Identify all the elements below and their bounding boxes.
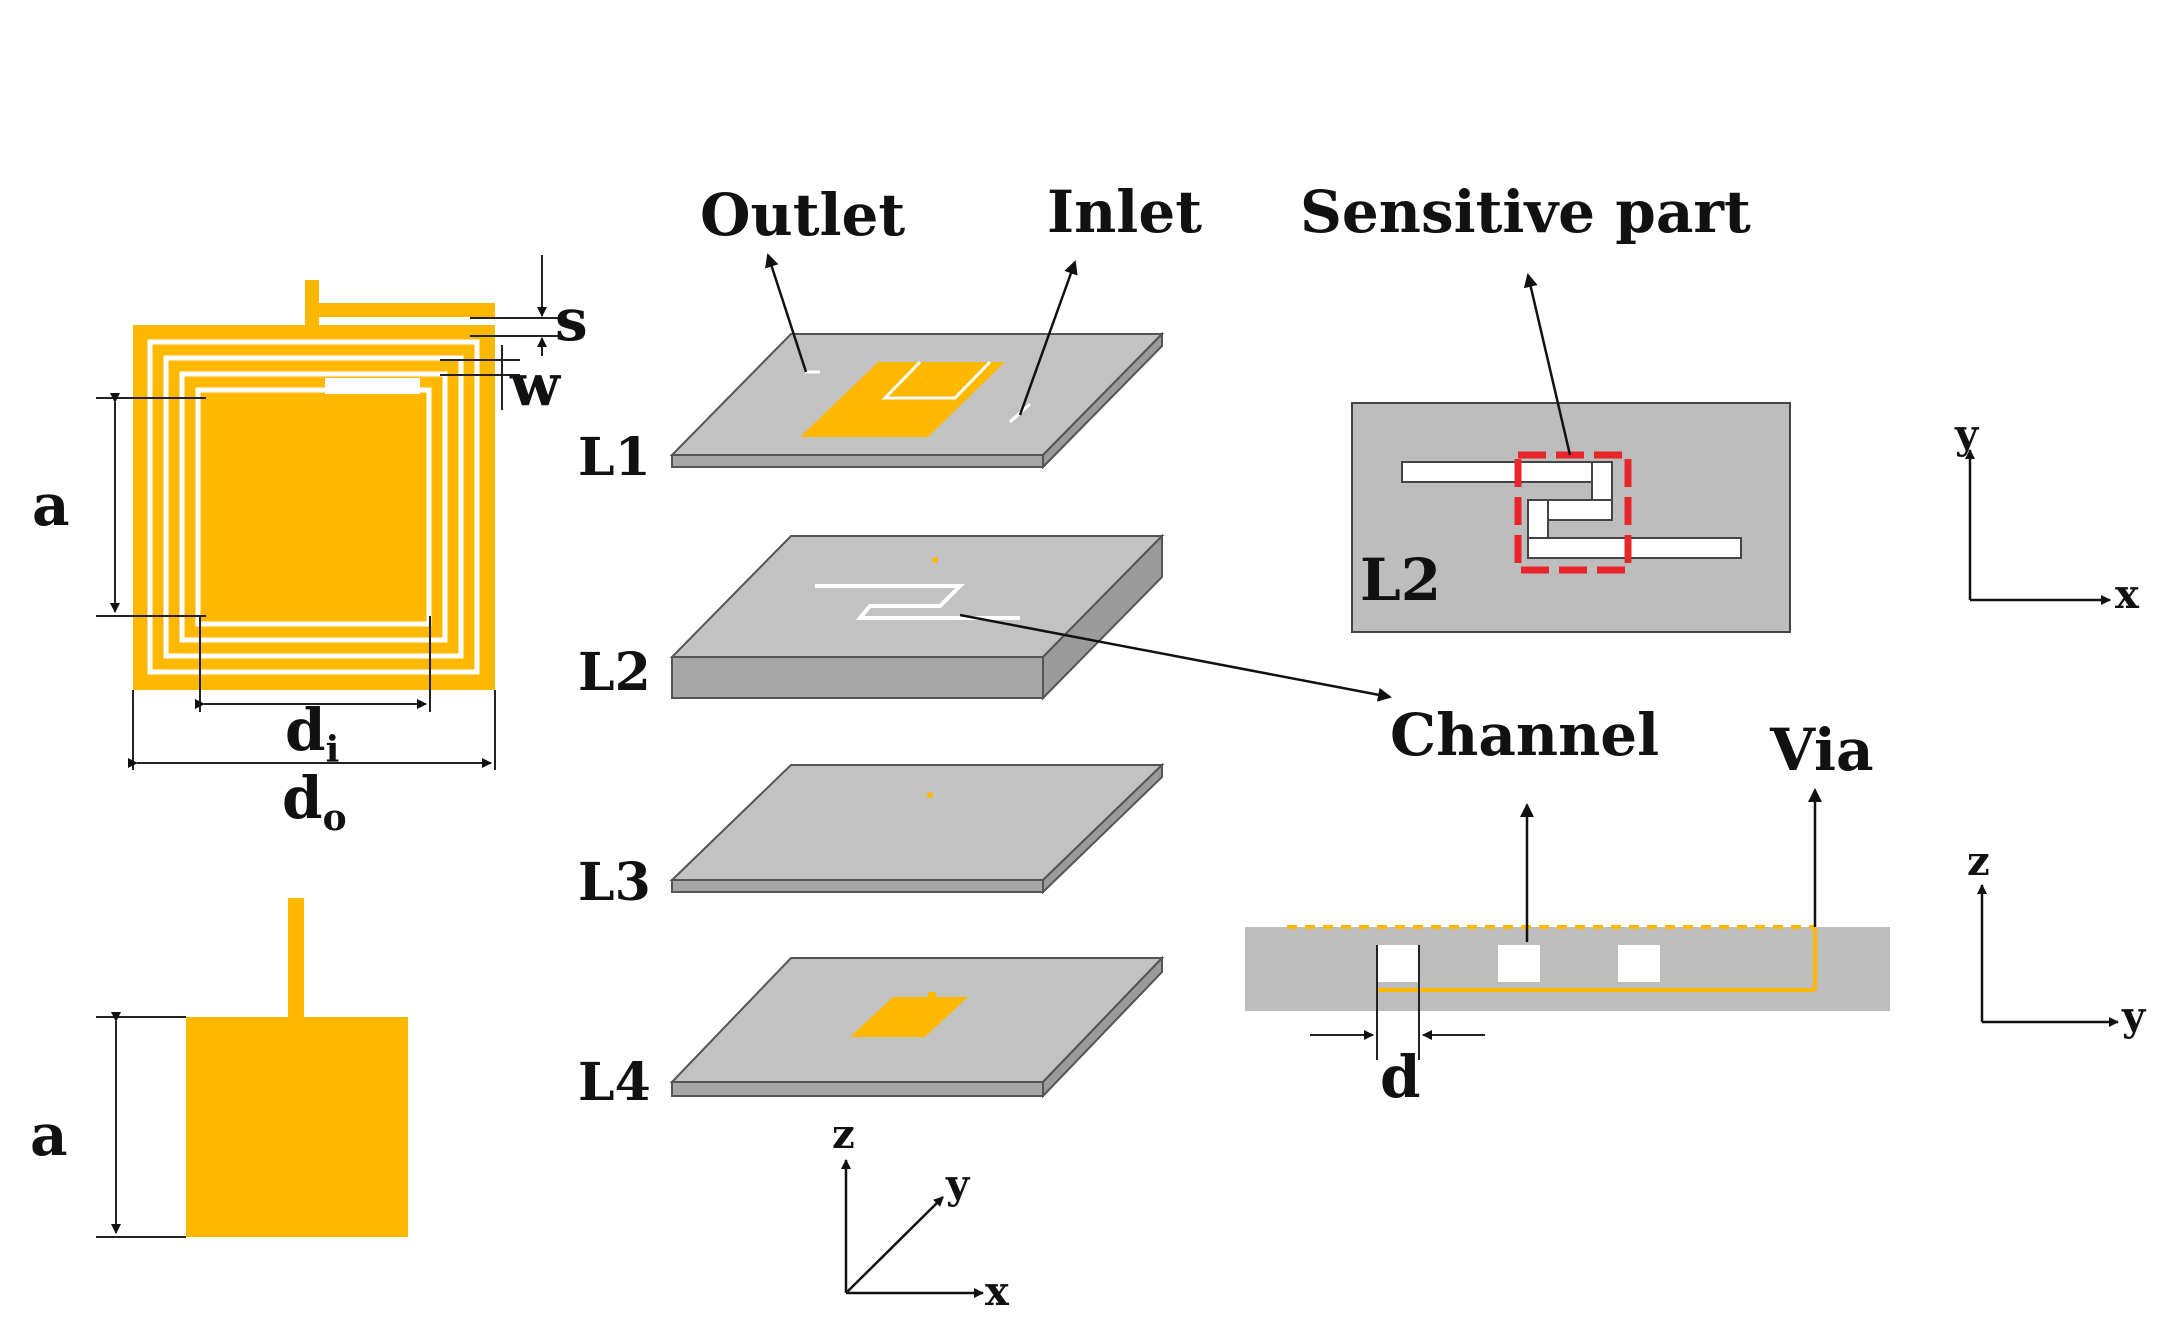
iso-axis-x: x: [985, 1268, 1010, 1315]
inset-l2-label: L2: [1360, 546, 1441, 614]
inlet-label: Inlet: [1047, 178, 1202, 246]
dim-d-label: d: [1380, 1043, 1421, 1111]
layer-l4-label: L4: [578, 1052, 651, 1113]
layer-l3-label: L3: [578, 852, 651, 913]
iso-axes: [841, 1159, 984, 1298]
via-label: Via: [1769, 716, 1874, 784]
layer-l4: [669, 955, 1165, 1099]
dim-s-label: s: [555, 286, 588, 354]
top-view-axes: [1965, 449, 2111, 605]
layer-stack: L1 L2 L3 L4 Outlet Inlet: [578, 178, 1392, 1315]
layer-l3: [669, 762, 1165, 895]
side-cross-section: Channel Via d: [1245, 701, 1890, 1111]
side-axis-y: y: [2121, 993, 2147, 1040]
layer-l2-label: L2: [578, 642, 651, 703]
outlet-label: Outlet: [700, 181, 905, 249]
bottom-patch-view: a: [30, 898, 408, 1238]
dim-a-label: a: [32, 471, 70, 539]
spiral-inductor-top-view: a s w di do: [32, 255, 588, 839]
layer-l1-label: L1: [578, 427, 651, 488]
dim-do-label: do: [282, 764, 347, 839]
sensitive-part-label: Sensitive part: [1300, 178, 1751, 246]
dim-di-label: di: [285, 696, 339, 771]
layer-l2: [669, 533, 1165, 701]
top-axis-x: x: [2115, 571, 2140, 618]
iso-axis-z: z: [832, 1111, 855, 1158]
sensitive-part-highlight: [1514, 451, 1632, 574]
channel-label: Channel: [1390, 701, 1659, 769]
l2-inset: L2 Sensitive part: [1300, 178, 1791, 633]
top-axis-y: y: [1954, 411, 1980, 458]
side-axis-z: z: [1967, 838, 1990, 885]
iso-axis-y: y: [945, 1161, 971, 1208]
layer-l1: [669, 331, 1165, 470]
dim-a-patch-label: a: [30, 1101, 68, 1169]
dim-w-label: w: [509, 351, 562, 419]
side-view-axes: [1977, 884, 2119, 1027]
